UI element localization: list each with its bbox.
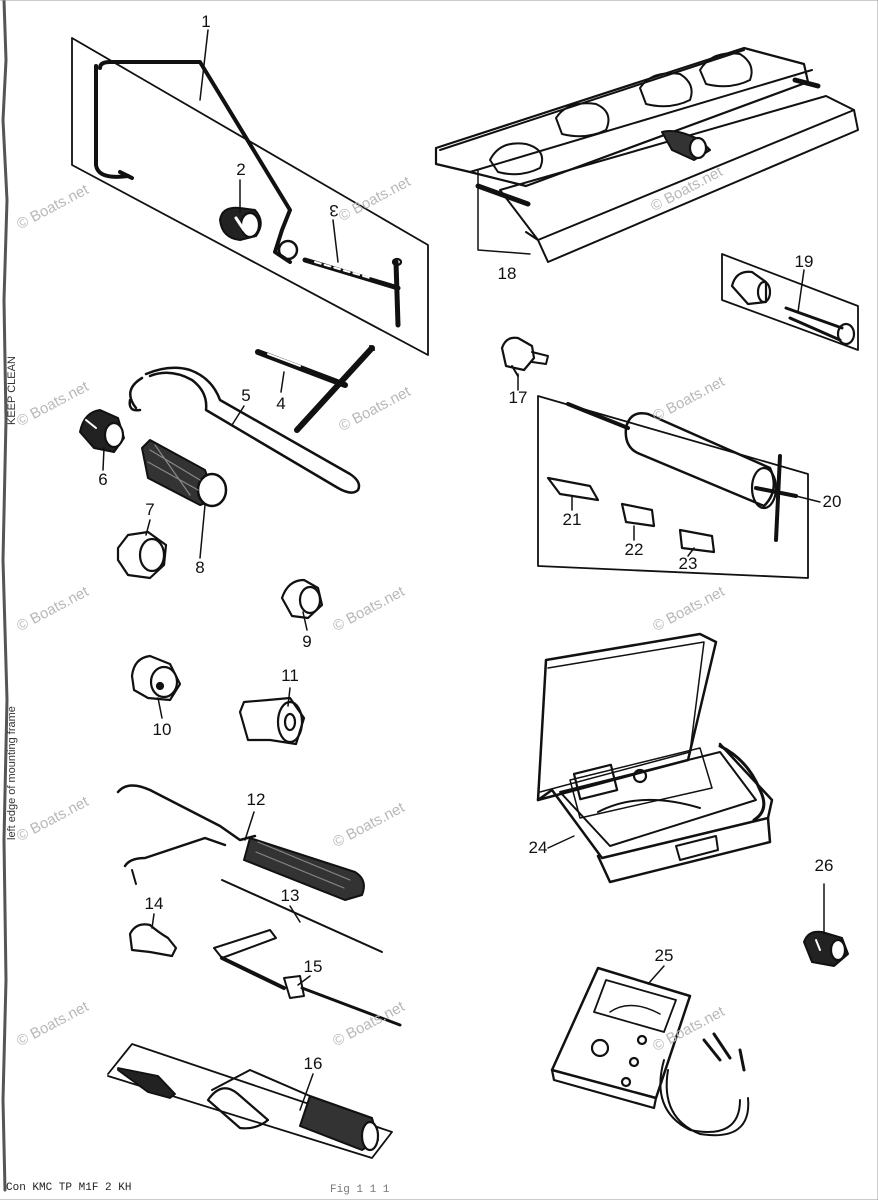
part-19-group <box>721 253 859 351</box>
part-11-collar <box>238 696 306 746</box>
label-part-4: 4 <box>276 394 286 413</box>
part-25-multimeter <box>550 966 750 1137</box>
part-5-spanner <box>128 366 361 494</box>
label-part-21: 21 <box>562 510 582 529</box>
part-16-group <box>107 1043 393 1159</box>
label-part-18: 18 <box>497 264 517 283</box>
part-15-probe <box>213 929 402 1027</box>
label-part-7: 7 <box>145 500 155 519</box>
label-part-20: 20 <box>822 492 842 511</box>
label-part-14: 14 <box>144 894 164 913</box>
part-6-socket <box>79 409 125 453</box>
label-part-11: 11 <box>281 666 299 685</box>
scan-edge <box>1 0 9 1192</box>
label-part-24: 24 <box>528 838 548 857</box>
part-26-fitting <box>803 930 849 967</box>
label-part-22: 22 <box>624 540 644 559</box>
part-14-cap <box>128 923 178 958</box>
part-2-nut <box>219 206 262 241</box>
part-18-rack <box>434 46 859 263</box>
part-8-knurled-cylinder <box>141 439 228 508</box>
leader-lines <box>102 29 825 1111</box>
part-7-sleeve <box>116 530 168 580</box>
side-text-top: KEEP CLEAN <box>6 356 18 425</box>
label-part-8: 8 <box>195 558 205 577</box>
label-part-12: 12 <box>246 790 266 809</box>
side-text-bottom: left edge of mounting frame <box>6 706 18 840</box>
part-3-t-tool <box>302 257 403 328</box>
part-10-bushing <box>130 654 182 702</box>
label-part-2: 2 <box>236 160 246 179</box>
footer-right: Fig 1 1 1 <box>330 1184 390 1196</box>
part-20-group <box>537 395 809 579</box>
label-part-9: 9 <box>302 632 312 651</box>
label-part-19: 19 <box>794 252 814 271</box>
part-4-t-wrench <box>255 345 375 433</box>
label-part-26: 26 <box>814 856 834 875</box>
label-part-16: 16 <box>303 1054 323 1073</box>
footer-left: Con KMC TP M1F 2 KH <box>6 1182 132 1194</box>
label-part-5: 5 <box>241 386 251 405</box>
label-part-6: 6 <box>98 470 108 489</box>
part-12-pliers <box>116 784 365 901</box>
label-part-15: 15 <box>303 957 323 976</box>
part-17-fitting <box>500 336 549 377</box>
part-9-bushing <box>280 578 324 620</box>
label-part-17: 17 <box>508 388 528 407</box>
label-part-25: 25 <box>654 946 674 965</box>
part-24-case <box>536 632 774 884</box>
label-part-10: 10 <box>152 720 172 739</box>
label-part-23: 23 <box>678 554 698 573</box>
label-part-13: 13 <box>280 886 300 905</box>
label-part-1: 1 <box>201 12 211 31</box>
part-13-rod <box>221 879 383 953</box>
part-1-group <box>71 37 429 356</box>
